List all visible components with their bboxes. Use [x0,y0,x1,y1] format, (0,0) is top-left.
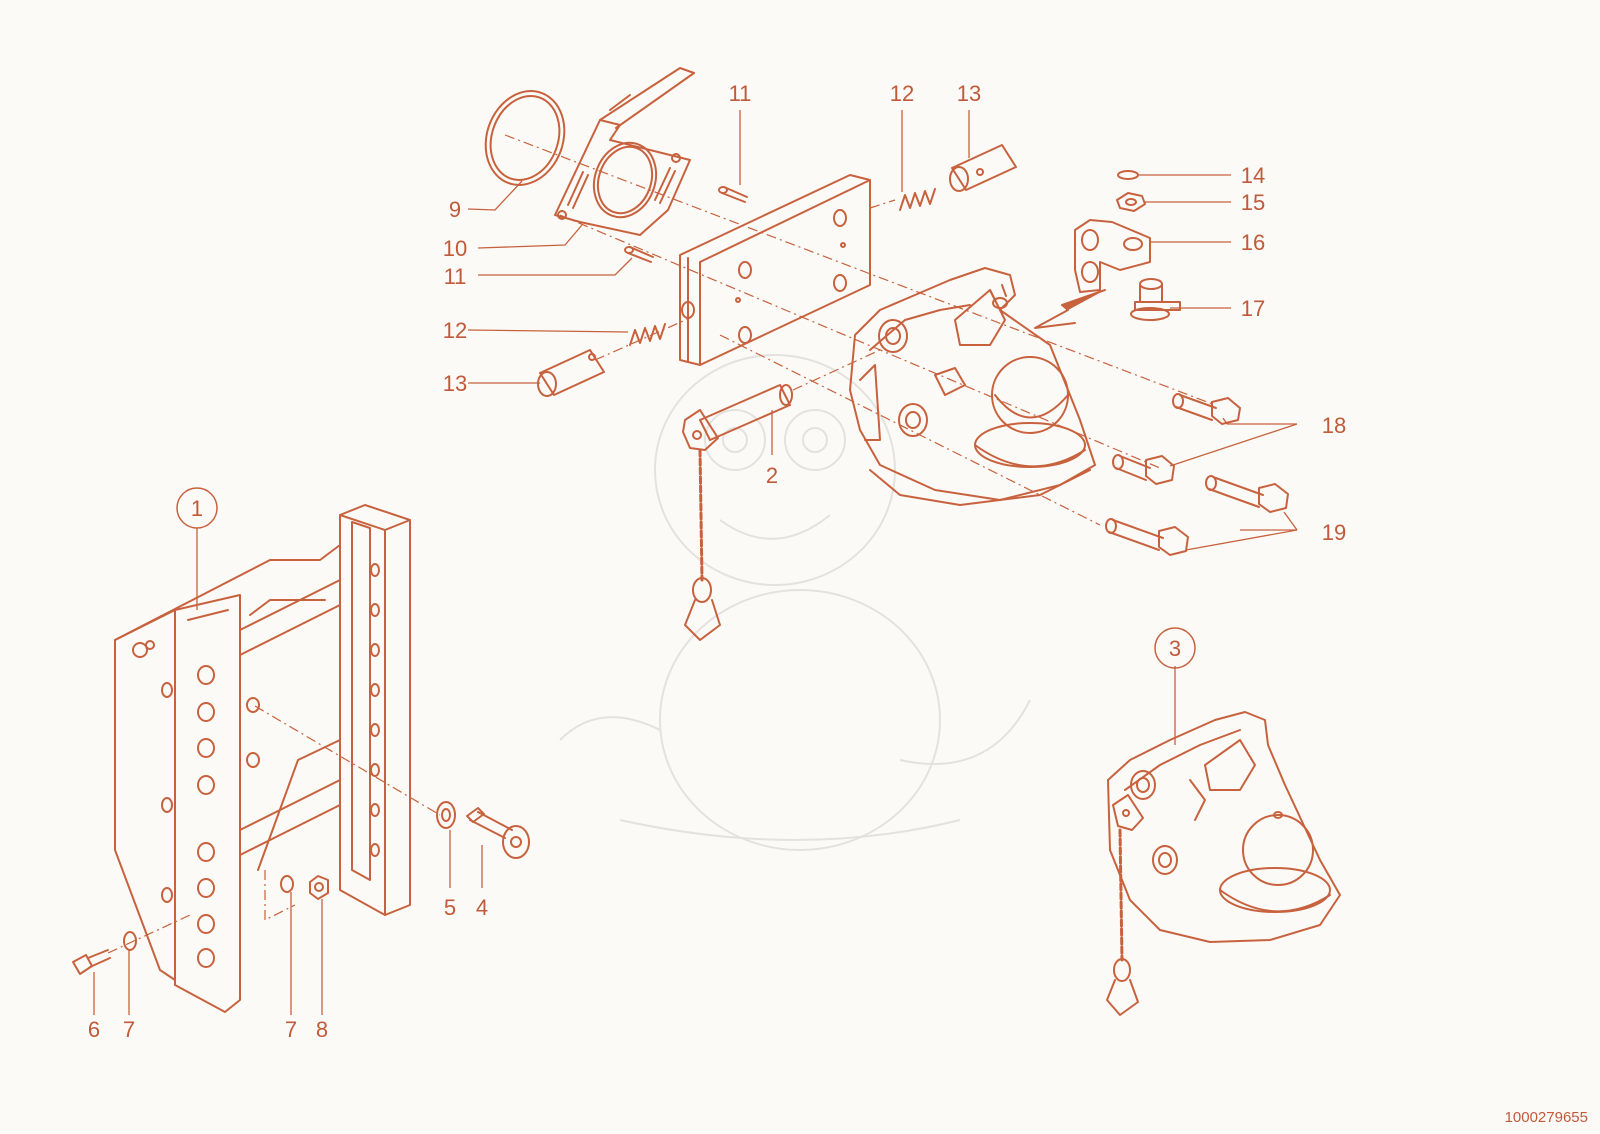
label-7-left: 7 [123,1017,135,1042]
label-6: 6 [88,1017,100,1042]
label-4: 4 [476,895,488,920]
washer-right [280,875,294,893]
spring-lower [629,323,666,346]
spring-upper [899,188,936,211]
hex-socket-bolt [466,807,530,859]
coupling-head [849,267,1096,506]
label-12-upper: 12 [890,81,914,106]
label-18: 18 [1322,413,1346,438]
hex-bolt-18a [1172,393,1241,425]
label-13-upper: 13 [957,81,981,106]
label-3: 3 [1169,636,1181,661]
hex-bolt-19a [1205,475,1289,513]
snap-ring [484,90,566,186]
assembly-axes [107,134,1216,954]
roll-pin-lower [624,246,654,263]
label-12-lower: 12 [443,318,467,343]
coupling-pin-with-chain [682,384,793,641]
hex-nut-latch [1116,192,1146,212]
washer [436,801,456,829]
label-9: 9 [449,197,461,222]
bushing-upper [949,144,1017,192]
label-5: 5 [444,895,456,920]
washer-left [123,931,137,951]
label-10: 10 [443,236,467,261]
label-1: 1 [191,496,203,521]
latch-housing [1074,219,1151,293]
label-13-lower: 13 [443,371,467,396]
label-11-lower: 11 [444,264,467,289]
bushing-lower [537,349,605,397]
locking-lever [554,67,695,236]
label-16: 16 [1241,230,1265,255]
drawing-part-number: 1000279655 [1505,1109,1588,1126]
label-19: 19 [1322,520,1346,545]
label-2: 2 [766,463,778,488]
label-7-right: 7 [285,1017,297,1042]
hex-bolt-small [72,949,111,975]
label-11-upper: 11 [729,81,752,106]
assembled-coupling [1106,711,1341,1016]
label-8: 8 [316,1017,328,1042]
leader-lines [93,110,1298,1015]
hex-bolt-18b [1112,454,1175,485]
callout-circle-1 [176,487,218,529]
threaded-stud [1130,278,1181,321]
roll-pin-upper [718,186,748,203]
label-17: 17 [1241,296,1265,321]
label-14: 14 [1241,163,1265,188]
mounting-plate-assembly [114,504,411,1013]
watermark-dragon [559,354,1031,851]
callout-circle-3 [1154,627,1196,669]
hex-nut [309,875,329,900]
mounting-block [679,174,871,366]
direction-arrow [1034,289,1106,329]
label-15: 15 [1241,190,1265,215]
hex-bolt-19b [1105,518,1189,556]
circlip [1117,170,1139,180]
